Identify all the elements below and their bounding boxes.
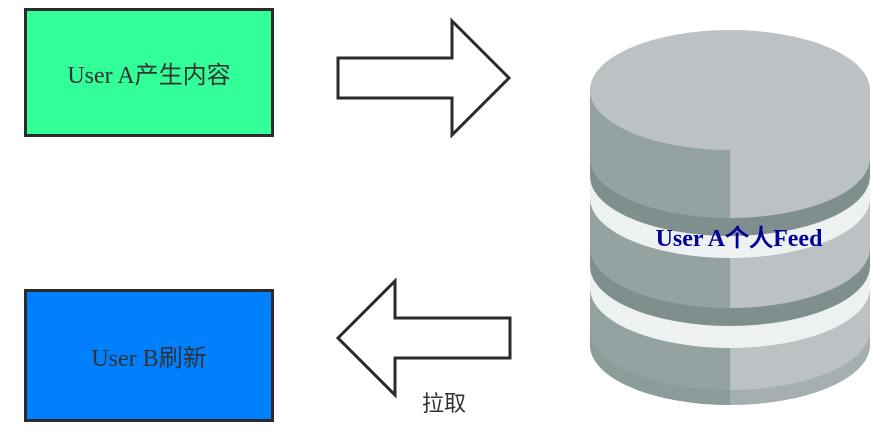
user-a-produce-label: User A产生内容 bbox=[67, 63, 231, 89]
database-icon bbox=[590, 30, 870, 405]
pull-arrow-left bbox=[335, 277, 512, 399]
user-b-refresh-box: User B刷新 bbox=[24, 289, 274, 422]
push-arrow-right bbox=[336, 17, 512, 139]
pull-caption: 拉取 bbox=[422, 392, 466, 417]
database-top bbox=[590, 30, 870, 150]
user-b-refresh-label: User B刷新 bbox=[91, 346, 207, 372]
database-band-highlight-upper bbox=[590, 176, 870, 258]
database-band-shadow-upper bbox=[590, 158, 870, 236]
user-a-produce-box: User A产生内容 bbox=[24, 8, 274, 137]
database-band-shadow-lower bbox=[590, 248, 870, 326]
database-label: User A个人Feed bbox=[656, 225, 824, 252]
database-band-highlight-lower bbox=[590, 266, 870, 348]
